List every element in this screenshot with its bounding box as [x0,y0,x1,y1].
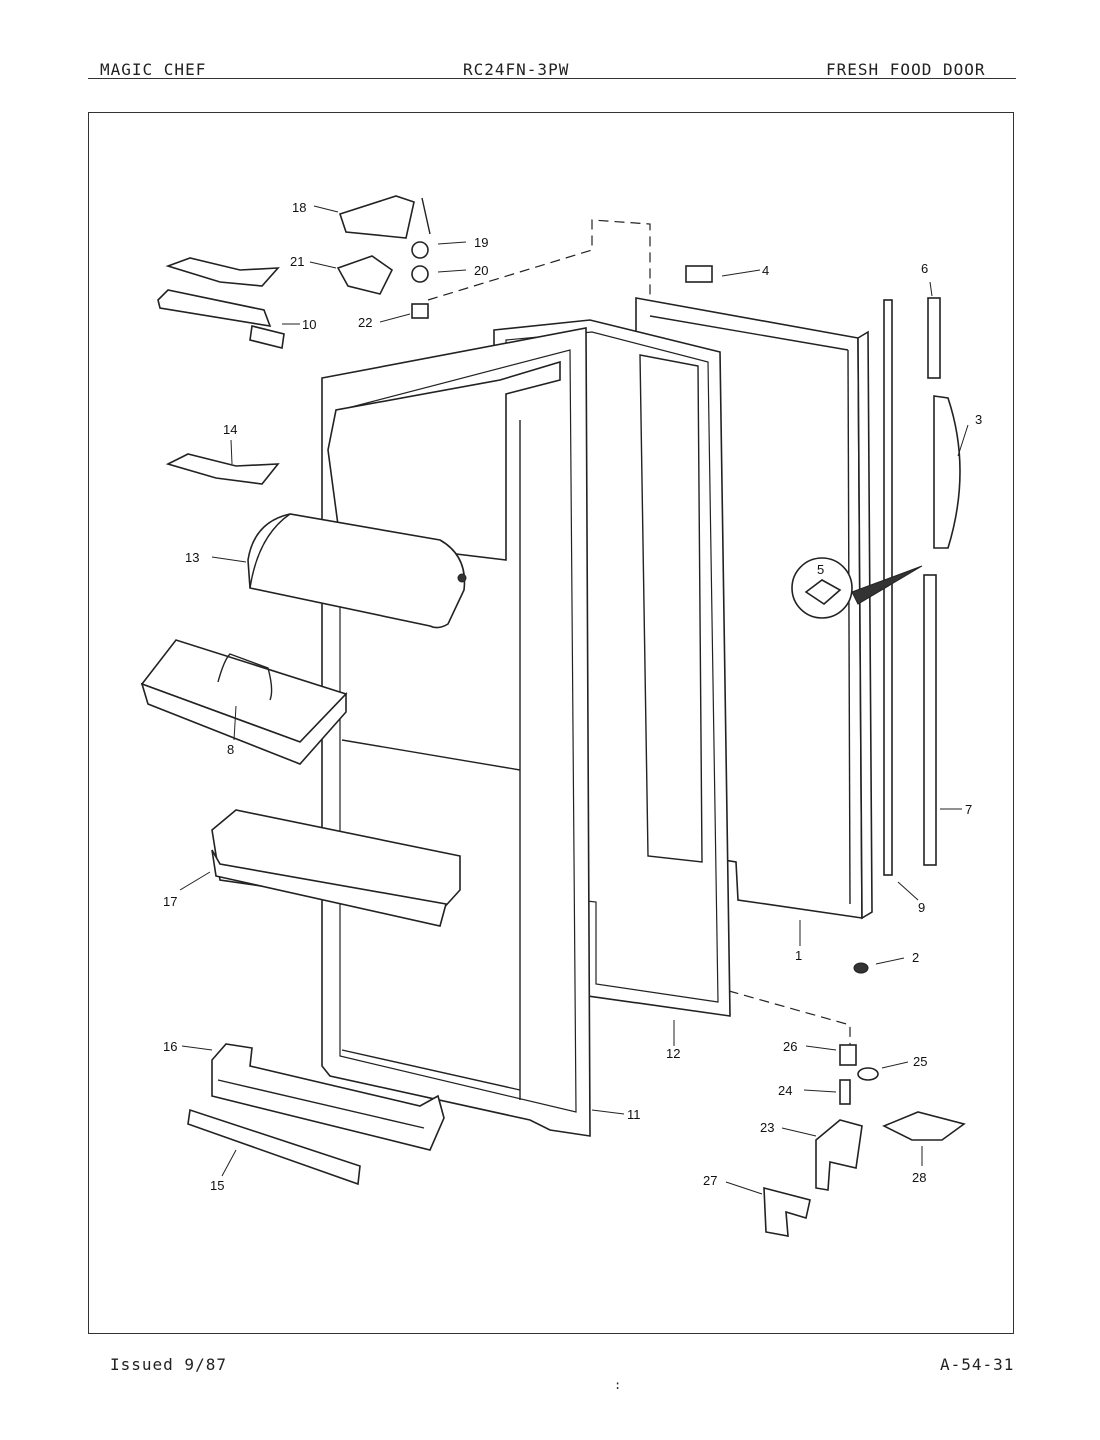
callout-22: 22 [358,315,372,330]
footer-mark: : [614,1378,623,1392]
callout-14: 14 [223,422,237,437]
part-10-handle-trim [157,289,285,349]
part-19-washer [411,241,429,259]
diagram-frame [88,112,1014,1334]
callout-8: 8 [227,742,234,757]
callout-12: 12 [666,1046,680,1061]
part-4-label [685,265,713,283]
part-16-bottom-bin [211,1043,445,1151]
leader-lines [179,205,969,1195]
part-15-bin-trim [187,1108,361,1186]
callout-6: 6 [921,261,928,276]
part-8-egg-tray [140,639,348,765]
callout-24: 24 [778,1083,792,1098]
part-24-pivot-pin [839,1079,851,1105]
part-20-bushing [411,265,429,283]
part-26-pivot-bushing [839,1044,857,1066]
assembly-line-top [427,219,651,310]
callout-11: 11 [627,1107,641,1122]
part-23-bottom-hinge [815,1119,863,1191]
callout-3: 3 [975,412,982,427]
callout-25: 25 [913,1054,927,1069]
part-2-plug [853,962,869,974]
model-number: RC24FN-3PW [463,60,570,79]
callout-15: 15 [210,1178,224,1193]
callout-17: 17 [163,894,177,909]
callout-13: 13 [185,550,199,565]
callout-20: 20 [474,263,488,278]
part-28-hinge-plate [882,1111,966,1141]
part-7-side-trim [923,574,937,866]
part-3-door-handle [933,395,961,549]
part-27-shim [763,1186,811,1237]
header-rule [88,78,1016,79]
part-25-washer [857,1067,879,1081]
callout-7: 7 [965,802,972,817]
callout-27: 27 [703,1173,717,1188]
callout-23: 23 [760,1120,774,1135]
callout-10: 10 [302,317,316,332]
callout-4: 4 [762,263,769,278]
callout-26: 26 [783,1039,797,1054]
callout-9: 9 [918,900,925,915]
part-14-clip [165,257,280,485]
callout-1: 1 [795,948,802,963]
brand-label: MAGIC CHEF [100,60,207,79]
part-6-top-trim [927,297,941,379]
part-22-spacer [411,303,429,319]
part-11-inner-door-liner [321,327,591,1137]
page-code: A-54-31 [940,1355,1015,1374]
callout-19: 19 [474,235,488,250]
callout-16: 16 [163,1039,177,1054]
part-18-top-hinge [338,195,431,239]
callout-28: 28 [912,1170,926,1185]
issued-date: Issued 9/87 [110,1355,227,1374]
part-5-detail-circle [791,557,923,619]
callout-5: 5 [817,562,824,577]
section-title: FRESH FOOD DOOR [826,60,986,79]
callout-21: 21 [290,254,304,269]
part-17-door-bin [211,809,461,927]
part-21-hinge-plate [336,255,394,295]
callout-18: 18 [292,200,306,215]
callout-2: 2 [912,950,919,965]
part-13-dairy-cover [247,513,467,629]
